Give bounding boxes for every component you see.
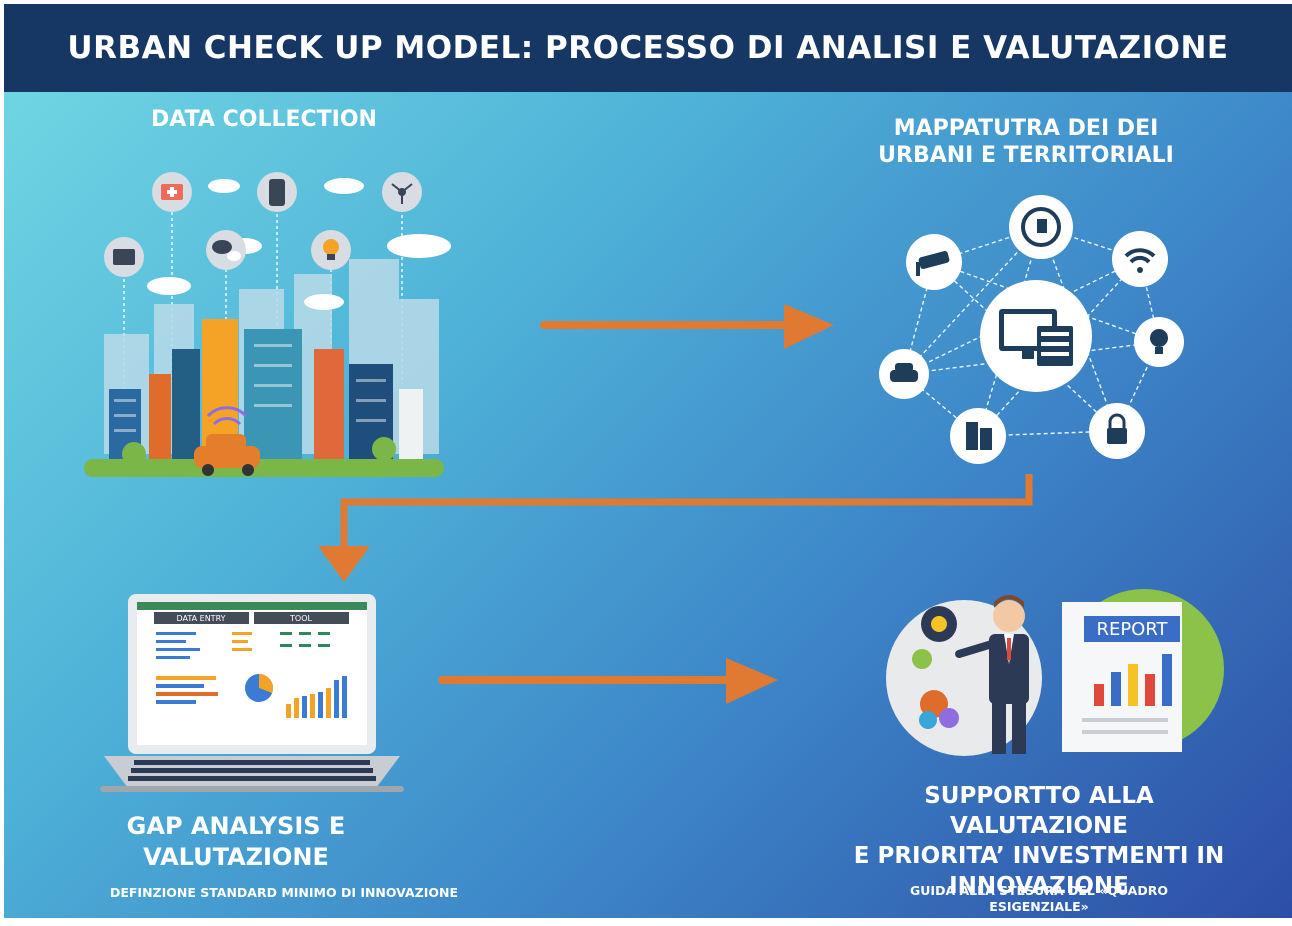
diagram-graphics: DATA ENTRY TOOL REPORT <box>84 172 1224 792</box>
gap-line1: GAP ANALYSIS E <box>126 812 346 840</box>
support-line3: INNOVAZIONE <box>949 873 1129 899</box>
report-label: REPORT <box>1096 619 1168 640</box>
step-support-label: SUPPORTTO ALLA VALUTAZIONE E PRIORITA’ I… <box>839 781 1239 901</box>
support-subtitle-line2: ESIGENZIALE» <box>989 899 1089 914</box>
businessman-figure <box>955 595 1029 754</box>
spreadsheet-header-left: DATA ENTRY <box>176 614 225 623</box>
gap-line2: VALUTAZIONE <box>143 843 329 871</box>
city-illustration <box>84 172 451 477</box>
arrow-gap-to-support <box>438 658 778 704</box>
support-subtitle-line1: GUIDA ALLA STESURA DEL «QUADRO <box>910 883 1168 898</box>
gear-lightbulb-icon <box>912 606 959 729</box>
support-subtitle: GUIDA ALLA STESURA DEL «QUADRO ESIGENZIA… <box>884 883 1194 915</box>
step-data-collection-label: DATA COLLECTION <box>124 106 404 133</box>
gap-subtitle-text: DEFINZIONE STANDARD MINIMO DI INNOVAZION… <box>109 885 459 900</box>
car-icon <box>194 406 260 476</box>
mapping-line2: URBANI E TERRITORIALI <box>878 143 1174 168</box>
network-illustration <box>879 195 1184 464</box>
cloud-server-icon <box>980 280 1092 392</box>
car-icon <box>879 349 929 399</box>
folder-icon <box>104 237 144 277</box>
data-collection-text: DATA COLLECTION <box>151 107 377 132</box>
wifi-icon <box>1112 231 1168 287</box>
medical-kit-icon <box>152 172 192 212</box>
padlock-icon <box>1089 403 1145 459</box>
support-line1: SUPPORTTO ALLA VALUTAZIONE <box>924 783 1154 839</box>
cctv-camera-icon <box>906 234 962 290</box>
arrow-mapping-to-gap <box>318 474 1033 582</box>
step-mapping-label: MAPPATUTRA DEI DEI URBANI E TERRITORIALI <box>866 115 1186 169</box>
lightbulb-icon <box>311 230 351 270</box>
step-gap-analysis-label: GAP ANALYSIS E VALUTAZIONE <box>116 811 356 873</box>
spreadsheet-header-right: TOOL <box>289 614 312 623</box>
chat-icon <box>206 230 246 270</box>
smart-bulb-icon <box>1134 317 1184 367</box>
gap-analysis-subtitle: DEFINZIONE STANDARD MINIMO DI INNOVAZION… <box>84 885 484 901</box>
network-nodes-icon <box>382 172 422 212</box>
diagram-canvas: URBAN CHECK UP MODEL: PROCESSO DI ANALIS… <box>4 4 1292 918</box>
buildings-icon <box>950 408 1006 464</box>
arrow-collection-to-mapping <box>540 304 834 349</box>
smartphone-icon <box>257 172 297 212</box>
title-bar: URBAN CHECK UP MODEL: PROCESSO DI ANALIS… <box>4 4 1292 92</box>
energy-plug-icon <box>1009 195 1073 259</box>
support-line2: E PRIORITA’ INVESTMENTI IN <box>853 843 1225 869</box>
page-title: URBAN CHECK UP MODEL: PROCESSO DI ANALIS… <box>67 30 1229 66</box>
laptop-spreadsheet-illustration: DATA ENTRY TOOL <box>100 594 404 792</box>
presenter-report-illustration: REPORT <box>886 589 1224 756</box>
mapping-line1: MAPPATUTRA DEI DEI <box>893 116 1159 141</box>
